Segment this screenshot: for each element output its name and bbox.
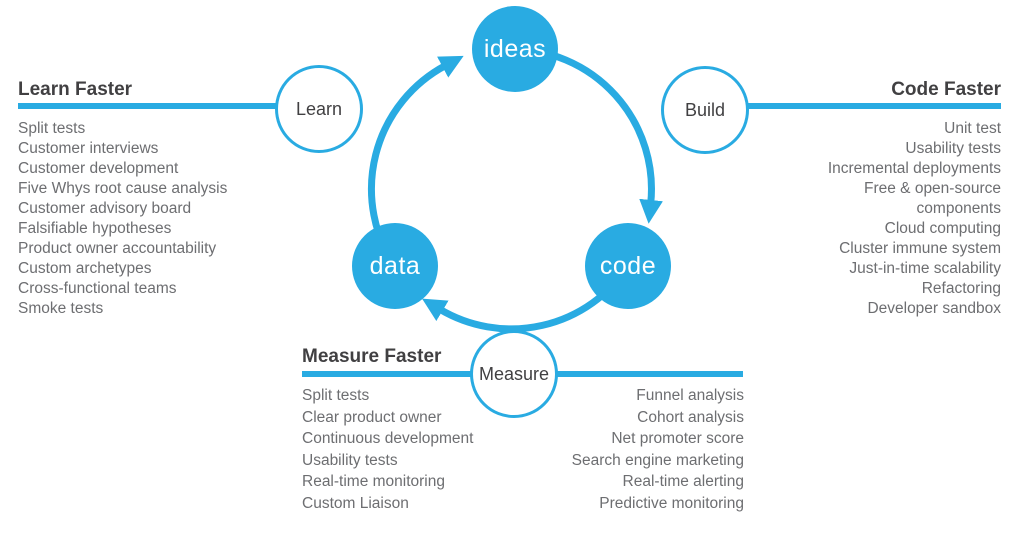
list-item: Search engine marketing [571, 451, 744, 469]
list-item: Customer advisory board [18, 200, 192, 217]
node-code-label: code [599, 251, 657, 280]
stage-build-label: Build [684, 99, 726, 120]
list-item: Custom archetypes [18, 260, 152, 277]
list-item: Cluster immune system [839, 240, 1001, 257]
learn-connector-bar [18, 103, 276, 109]
list-item: Real-time monitoring [302, 473, 445, 490]
list-item: Refactoring [921, 280, 1001, 297]
list-item: Developer sandbox [867, 300, 1001, 317]
list-item: Cloud computing [884, 220, 1001, 237]
list-item: Just-in-time scalability [849, 260, 1001, 277]
node-ideas-label: ideas [483, 34, 547, 63]
build-connector-bar [748, 103, 1001, 109]
list-item: Custom Liaison [302, 494, 409, 512]
stage-circle-build: Build [661, 66, 749, 154]
list-item: Usability tests [905, 140, 1001, 157]
measure-faster-title: Measure Faster [302, 346, 442, 367]
node-ideas: ideas [472, 6, 558, 92]
code-faster-title: Code Faster [891, 79, 1001, 100]
list-item: Incremental deployments [827, 160, 1001, 177]
learn-faster-title: Learn Faster [18, 79, 133, 100]
list-item: Falsifiable hypotheses [18, 220, 172, 237]
list-item: Funnel analysis [636, 387, 744, 404]
stage-learn-label: Learn [295, 98, 343, 119]
list-item: Smoke tests [18, 300, 104, 317]
list-item: Customer interviews [18, 140, 159, 157]
list-item: Cross-functional teams [18, 280, 177, 297]
stage-measure-label: Measure [478, 363, 550, 384]
list-item: Usability tests [302, 451, 398, 469]
list-item: Predictive monitoring [599, 494, 744, 512]
list-item: Cohort analysis [637, 408, 744, 426]
list-item: Five Whys root cause analysis [18, 180, 228, 197]
list-item: Continuous development [302, 430, 474, 447]
list-item: Free & open-source components [864, 180, 1001, 217]
list-item: Split tests [302, 387, 370, 404]
list-item: Real-time alerting [622, 473, 744, 490]
list-item: Product owner accountability [18, 240, 217, 257]
list-item: Net promoter score [611, 430, 744, 447]
stage-circle-learn: Learn [275, 65, 363, 153]
list-item: Unit test [944, 120, 1001, 137]
list-item: Split tests [18, 120, 86, 137]
node-code: code [585, 223, 671, 309]
list-item: Customer development [18, 160, 179, 177]
stage-circle-measure: Measure [470, 330, 558, 418]
node-data-label: data [369, 251, 421, 280]
node-data: data [352, 223, 438, 309]
list-item: Clear product owner [302, 408, 442, 426]
